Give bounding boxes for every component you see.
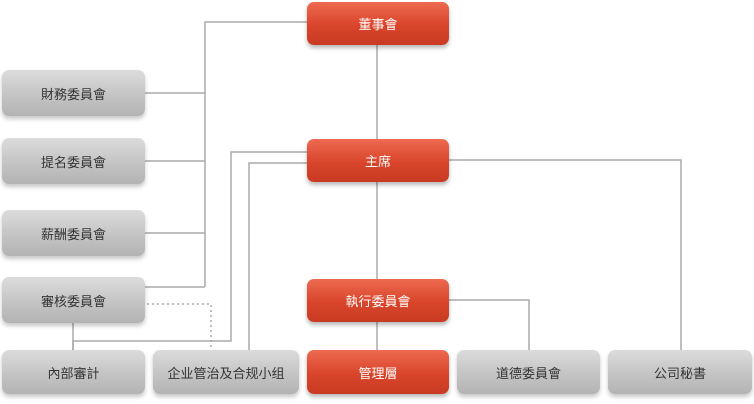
company-secretary-box[interactable]: 公司秘書 [608, 350, 752, 394]
line-chairman-governance [248, 162, 307, 350]
audit-committee-box[interactable]: 審核委員會 [2, 277, 145, 323]
board-label: 董事會 [358, 18, 398, 33]
board-box[interactable]: 董事會 [307, 2, 449, 45]
nomination-committee-label: 提名委員會 [40, 155, 106, 171]
company-secretary-label: 公司秘書 [653, 366, 706, 382]
remuneration-committee-label: 薪酬委員會 [40, 227, 106, 243]
finance-committee-label: 財務委員會 [40, 87, 106, 103]
management-box[interactable]: 管理層 [307, 350, 449, 394]
chairman-label: 主席 [364, 155, 391, 170]
finance-committee-box[interactable]: 財務委員會 [2, 70, 145, 116]
audit-committee-label: 審核委員會 [40, 294, 106, 310]
ethics-committee-label: 道德委員會 [495, 366, 561, 382]
nomination-committee-box[interactable]: 提名委員會 [2, 138, 145, 184]
internal-audit-label: 內部審計 [47, 366, 100, 382]
executive-committee-box[interactable]: 執行委員會 [307, 279, 449, 322]
remuneration-committee-box[interactable]: 薪酬委員會 [2, 210, 145, 256]
internal-audit-box[interactable]: 內部審計 [2, 350, 145, 394]
chairman-box[interactable]: 主席 [307, 139, 449, 182]
management-label: 管理層 [358, 366, 398, 382]
line-board-committees [204, 21, 307, 287]
governance-group-box[interactable]: 企业管治及合规小组 [153, 350, 299, 394]
line-chairman-secretary [449, 159, 682, 350]
line-executive-ethics [449, 299, 530, 350]
line-audit-governance-dotted [147, 303, 212, 350]
governance-group-label: 企业管治及合规小组 [167, 366, 285, 382]
executive-committee-label: 執行委員會 [345, 295, 411, 310]
ethics-committee-box[interactable]: 道德委員會 [457, 350, 600, 394]
